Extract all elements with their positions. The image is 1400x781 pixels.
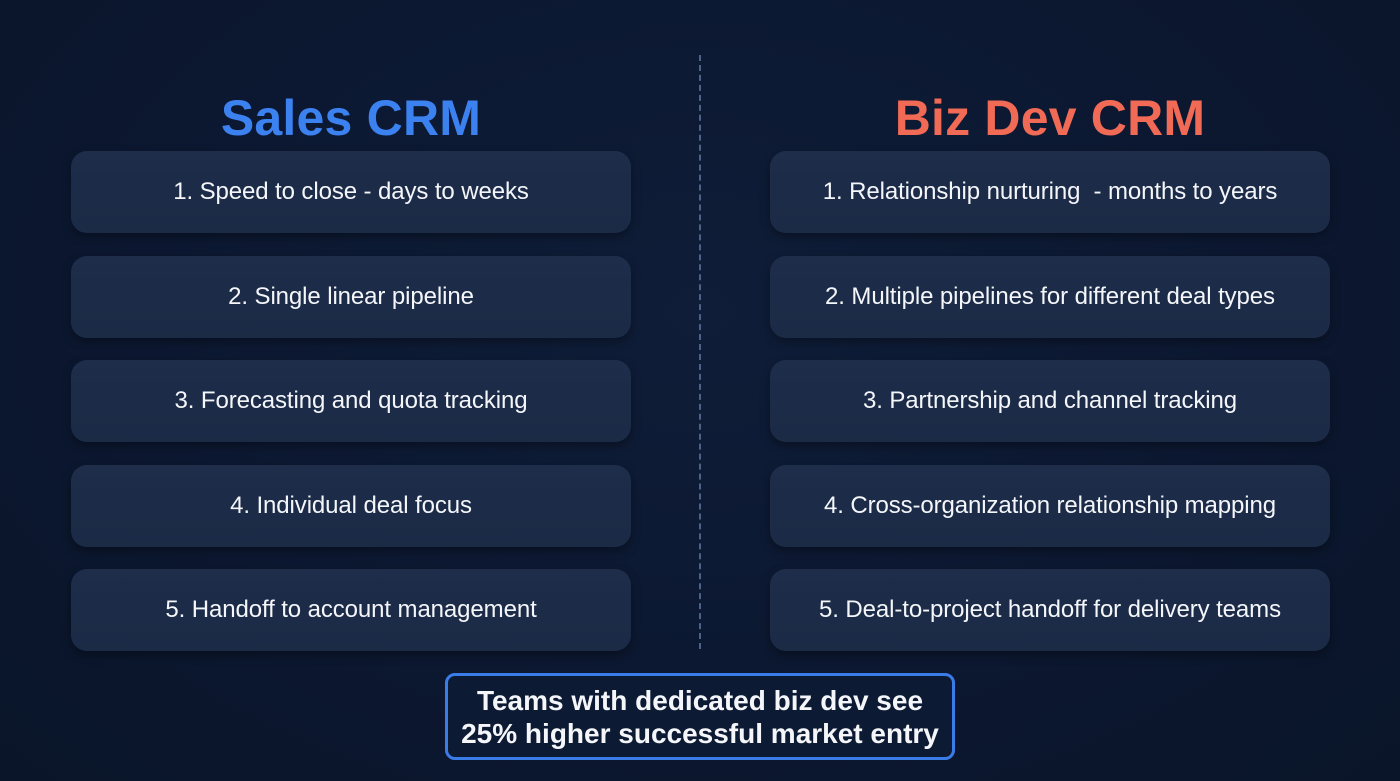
sales-item-1: 1. Speed to close - days to weeks — [71, 151, 631, 233]
callout-line-2: 25% higher successful market entry — [461, 717, 939, 749]
sales-item-label: 3. Forecasting and quota tracking — [174, 387, 528, 414]
sales-item-3: 3. Forecasting and quota tracking — [71, 360, 631, 442]
sales-item-label: 4. Individual deal focus — [230, 492, 472, 519]
bizdev-item-3: 3. Partnership and channel tracking — [770, 360, 1330, 442]
sales-item-5: 5. Handoff to account management — [71, 569, 631, 651]
bizdev-item-4: 4. Cross-organization relationship mappi… — [770, 465, 1330, 547]
bizdev-item-1: 1. Relationship nurturing - months to ye… — [770, 151, 1330, 233]
bizdev-item-label: 5. Deal-to-project handoff for delivery … — [819, 596, 1281, 623]
column-divider — [699, 55, 701, 649]
sales-crm-title: Sales CRM — [220, 89, 482, 146]
bizdev-item-label: 2. Multiple pipelines for different deal… — [825, 283, 1275, 310]
bizdev-item-label: 3. Partnership and channel tracking — [862, 387, 1238, 414]
bizdev-item-2: 2. Multiple pipelines for different deal… — [770, 256, 1330, 338]
sales-item-label: 2. Single linear pipeline — [228, 283, 474, 310]
callout-line-1: Teams with dedicated biz dev see — [476, 684, 924, 716]
sales-item-2: 2. Single linear pipeline — [71, 256, 631, 338]
sales-item-label: 5. Handoff to account management — [165, 596, 537, 623]
stat-callout: Teams with dedicated biz dev see 25% hig… — [445, 673, 955, 760]
sales-item-label: 1. Speed to close - days to weeks — [173, 178, 529, 205]
sales-item-4: 4. Individual deal focus — [71, 465, 631, 547]
bizdev-item-label: 4. Cross-organization relationship mappi… — [823, 492, 1277, 519]
bizdev-crm-title: Biz Dev CRM — [894, 89, 1206, 146]
bizdev-item-label: 1. Relationship nurturing - months to ye… — [822, 178, 1278, 205]
bizdev-item-5: 5. Deal-to-project handoff for delivery … — [770, 569, 1330, 651]
